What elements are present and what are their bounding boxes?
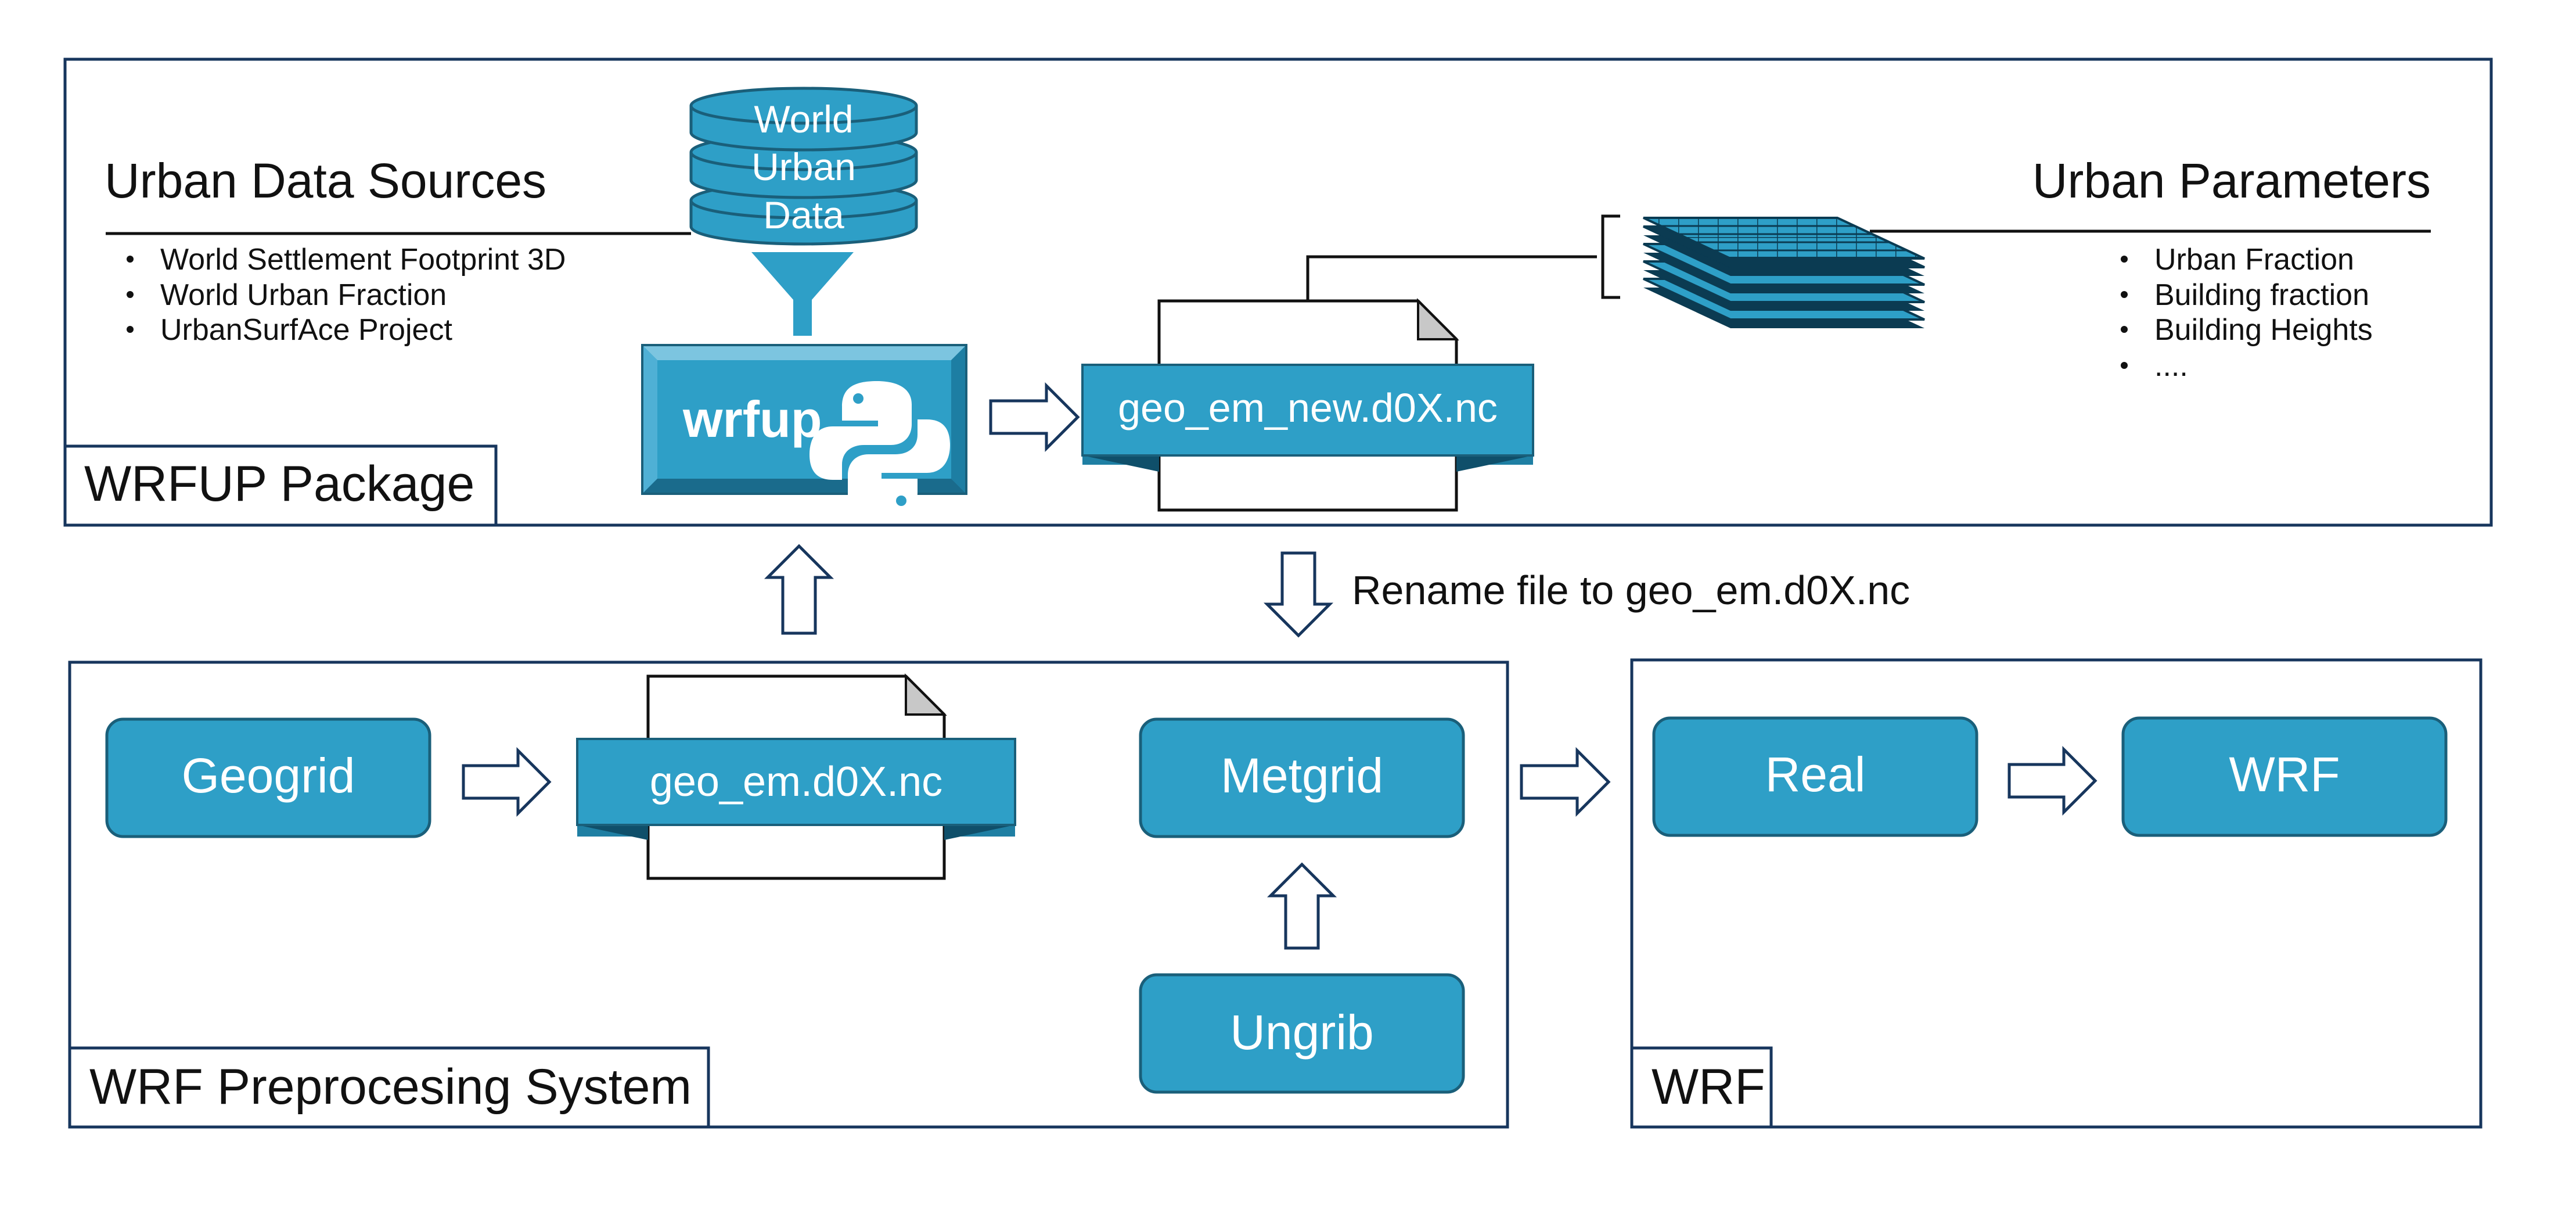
geo-em-filename: geo_em.d0X.nc: [650, 759, 942, 805]
ungrib-label: Ungrib: [1230, 1005, 1373, 1060]
funnel-icon: [751, 252, 854, 336]
geo-em-new-file-icon: geo_em_new.d0X.nc: [1081, 298, 1534, 512]
wrfup-package-frame: WRFUP Package: [63, 58, 2493, 527]
geo-em-file-icon: geo_em.d0X.nc: [576, 673, 1016, 880]
real-label: Real: [1765, 747, 1866, 802]
wrf-frame: WRF: [1630, 658, 2483, 1129]
parameter-item: ....: [2154, 349, 2188, 383]
world-urban-data-database-icon: World Urban Data: [689, 87, 918, 246]
wps-frame: WRF Preprocesing System: [68, 661, 1509, 1129]
source-item: UrbanSurfAce Project: [160, 313, 452, 347]
urban-data-sources: Urban Data Sources World Settlement Foot…: [105, 153, 691, 347]
rename-label: Rename file to geo_em.d0X.nc: [1352, 568, 1910, 613]
source-item: World Settlement Footprint 3D: [160, 243, 566, 277]
wrfup-label: wrfup: [682, 390, 822, 448]
file-to-parameters-connector: [1306, 214, 2431, 301]
database-line: Data: [763, 193, 844, 236]
wps-label: WRF Preprocesing System: [89, 1059, 692, 1115]
wrf-frame-label: WRF: [1652, 1059, 1765, 1115]
arrow-right-icon: [462, 746, 552, 817]
python-logo-icon: [810, 381, 950, 518]
arrow-up-icon: [764, 544, 834, 635]
urban-data-sources-title: Urban Data Sources: [105, 153, 546, 208]
parameter-item: Building fraction: [2154, 278, 2369, 312]
geo-em-new-filename: geo_em_new.d0X.nc: [1118, 385, 1498, 430]
arrow-right-icon: [989, 382, 1080, 453]
wrf-box: WRF: [2121, 716, 2448, 837]
metgrid-label: Metgrid: [1221, 748, 1383, 803]
geogrid-label: Geogrid: [182, 748, 355, 803]
real-box: Real: [1652, 716, 1978, 837]
arrow-down-icon: [1263, 551, 1334, 638]
urban-parameters-title: Urban Parameters: [2032, 153, 2431, 208]
arrow-up-icon: [1267, 862, 1337, 950]
arrow-right-icon: [2007, 745, 2098, 816]
arrow-right-icon: [1520, 746, 1611, 817]
parameter-item: Building Heights: [2154, 313, 2373, 347]
ungrib-box: Ungrib: [1139, 973, 1465, 1094]
urban-parameters: Urban Parameters Urban Fraction Building…: [2032, 153, 2431, 383]
wrfup-package-box: wrfup: [641, 344, 967, 518]
database-line: World: [754, 98, 853, 141]
urban-layers-grid-icon: [1643, 217, 1925, 328]
geogrid-box: Geogrid: [105, 717, 431, 838]
wrfup-package-label: WRFUP Package: [84, 456, 474, 512]
parameter-item: Urban Fraction: [2154, 243, 2354, 277]
metgrid-box: Metgrid: [1139, 717, 1465, 838]
database-line: Urban: [751, 145, 856, 188]
wrf-label: WRF: [2229, 747, 2340, 802]
source-item: World Urban Fraction: [160, 278, 447, 312]
